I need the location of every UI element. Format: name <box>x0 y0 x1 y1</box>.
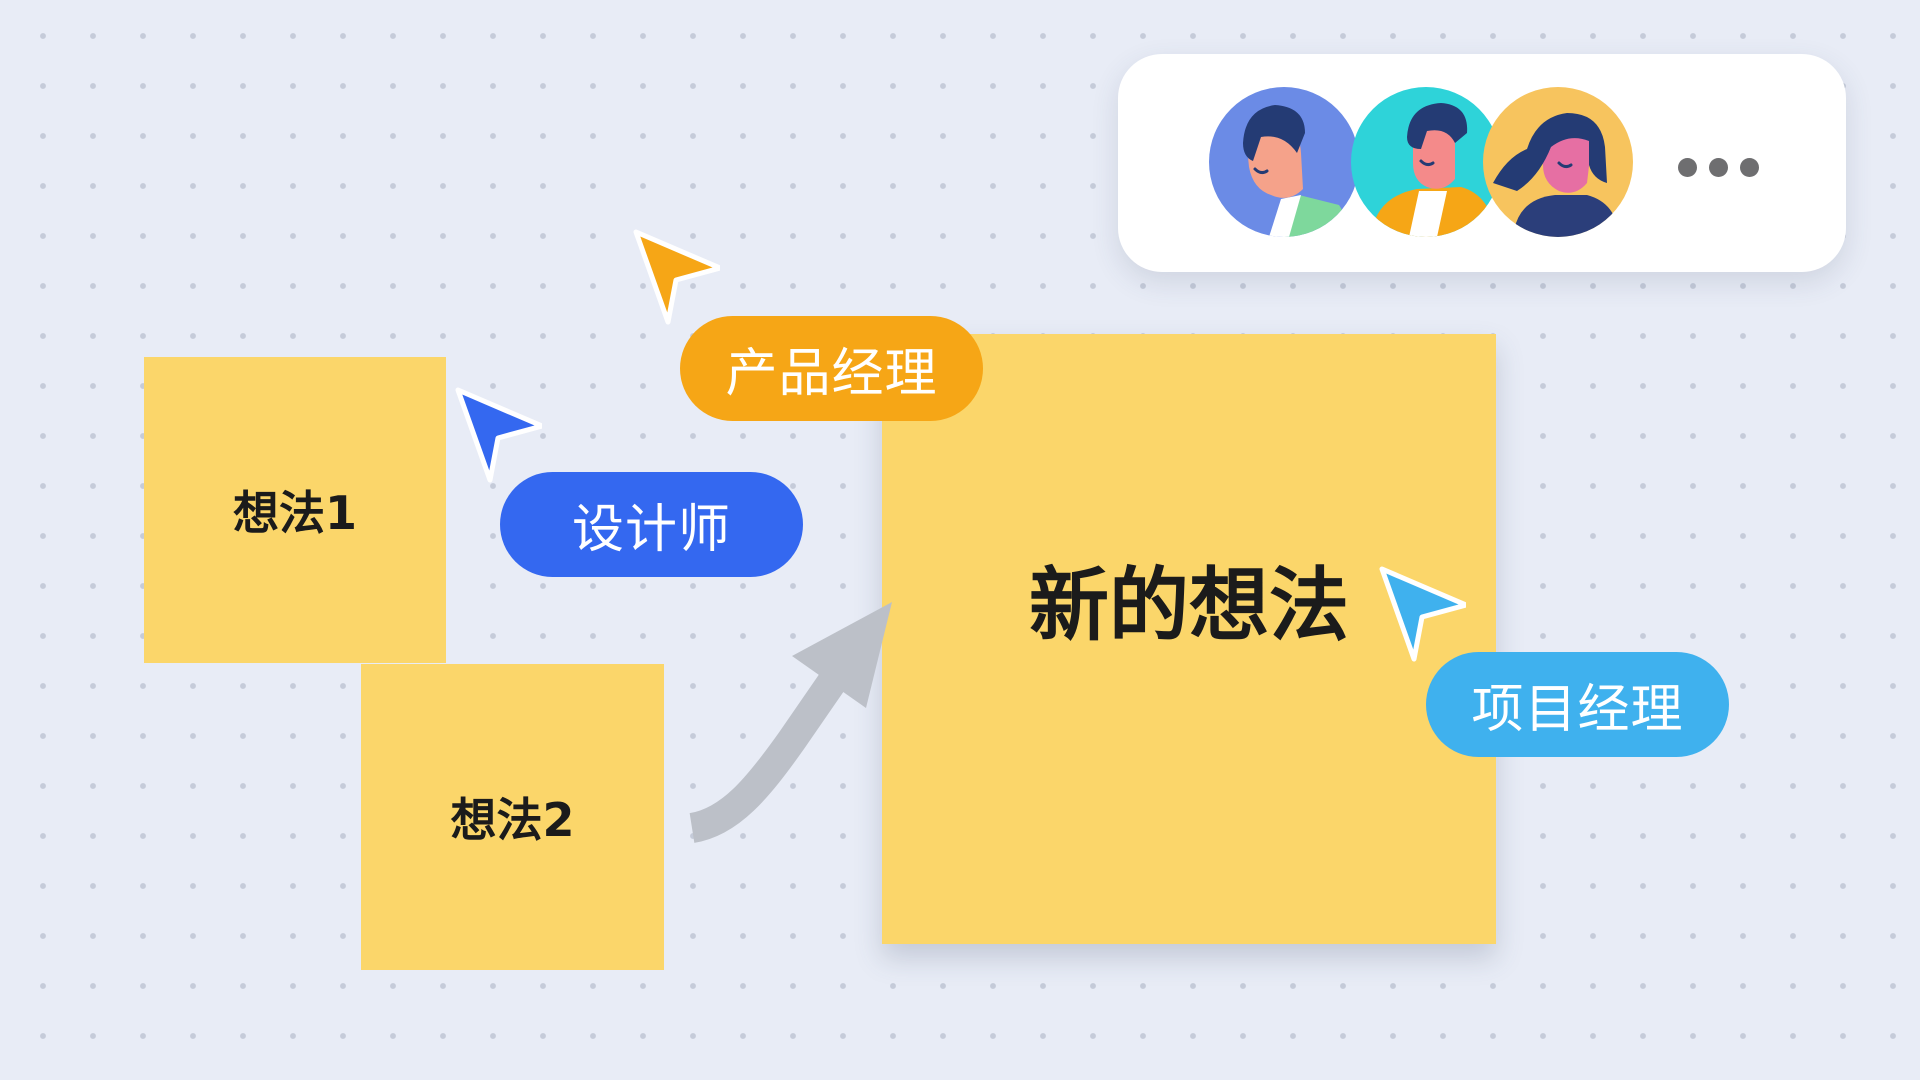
more-dot <box>1677 157 1697 177</box>
collaborator-label-designer: 设计师 <box>500 472 803 577</box>
collaborator-label-designer-text: 设计师 <box>571 500 731 560</box>
sticky-note-idea-2-text: 想法2 <box>450 793 575 847</box>
avatar-man-blue-icon <box>1209 87 1359 237</box>
collaborator-label-product-manager: 产品经理 <box>680 316 983 421</box>
avatar-man-teal-icon <box>1351 87 1501 237</box>
avatar-man-blue[interactable] <box>1209 87 1359 237</box>
collaborator-label-product-manager-text: 产品经理 <box>725 344 938 404</box>
collaborator-label-project-manager: 项目经理 <box>1426 652 1729 757</box>
sticky-note-new-idea-text: 新的想法 <box>1029 559 1349 652</box>
collaborators-panel <box>1118 54 1846 272</box>
more-dot <box>1708 157 1728 177</box>
sky-cursor-icon <box>1379 566 1466 662</box>
orange-cursor-icon <box>633 229 720 325</box>
more-icon[interactable] <box>1668 142 1768 192</box>
sticky-note-idea-1-text: 想法1 <box>232 486 357 540</box>
avatar-man-teal[interactable] <box>1351 87 1501 237</box>
collaborator-label-project-manager-text: 项目经理 <box>1471 680 1684 740</box>
sticky-note-idea-2[interactable]: 想法2 <box>361 664 664 970</box>
avatar-woman-yellow[interactable] <box>1483 87 1633 237</box>
blue-cursor-icon <box>455 387 542 483</box>
more-dot <box>1739 157 1759 177</box>
sticky-note-new-idea[interactable]: 新的想法 <box>882 334 1496 944</box>
sticky-note-idea-1[interactable]: 想法1 <box>144 357 446 663</box>
curved-arrow-icon <box>688 602 892 843</box>
avatar-woman-yellow-icon <box>1483 87 1633 237</box>
